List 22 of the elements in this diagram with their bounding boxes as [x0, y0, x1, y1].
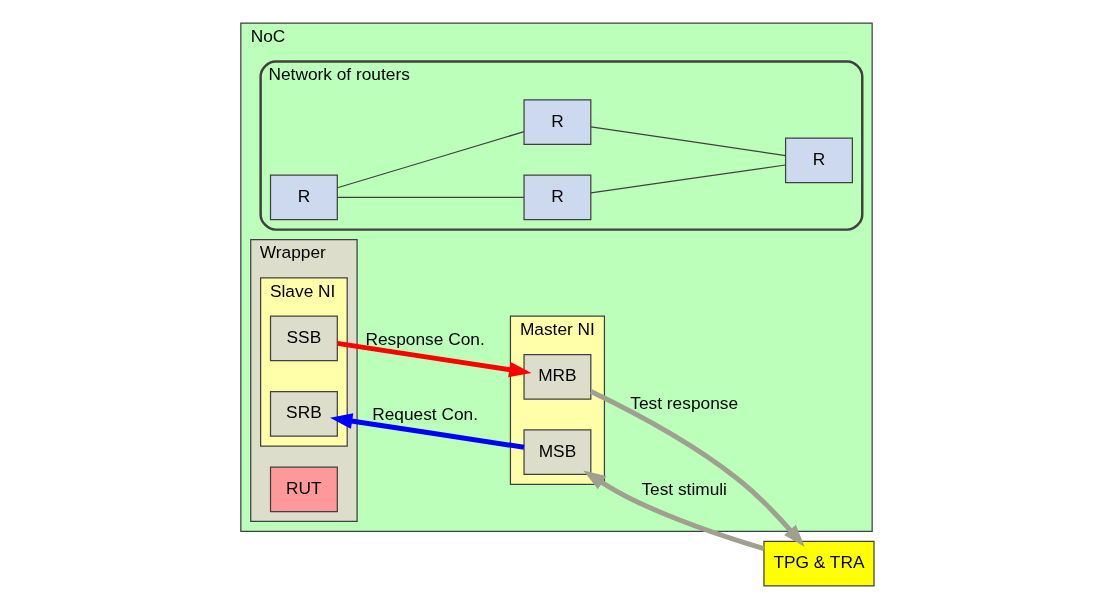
arrow [583, 470, 765, 551]
connector [336, 196, 525, 199]
arrow [330, 413, 525, 450]
connector [590, 126, 787, 157]
arrow [337, 340, 532, 378]
edge-label: Request Con. [372, 404, 478, 425]
node-box: MSB [523, 429, 592, 476]
edge-label: Test response [630, 393, 739, 414]
edge-label: Test stimuli [641, 478, 727, 499]
node-box: R [523, 174, 592, 221]
node-box: R [269, 174, 338, 221]
node-box: RUT [269, 466, 338, 513]
node-box: TPG & TRA [763, 540, 875, 587]
node-box: SSB [269, 315, 338, 362]
connector [336, 131, 525, 189]
node-box: SRB [269, 391, 338, 437]
node-box: MRB [523, 353, 592, 400]
edge-label: Response Con. [365, 328, 485, 349]
node-box: R [784, 137, 853, 184]
arrow [589, 389, 805, 547]
node-box: R [523, 99, 592, 145]
connector [590, 164, 787, 194]
